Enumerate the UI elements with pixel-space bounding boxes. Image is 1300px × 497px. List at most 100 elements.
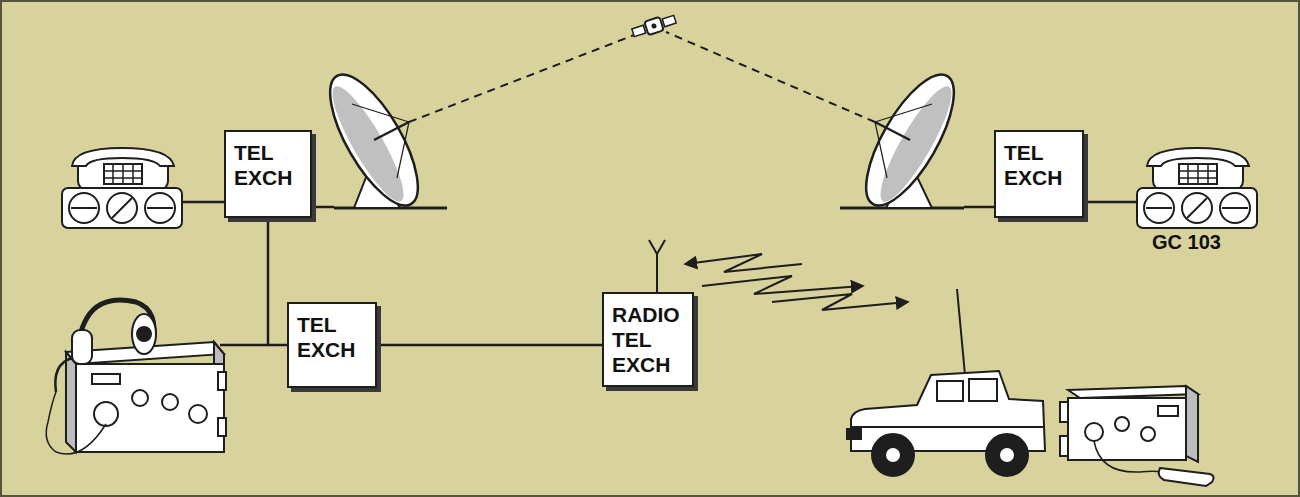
radio-set: [137, 327, 151, 341]
wire: [220, 344, 268, 347]
radio-set: [1186, 386, 1198, 462]
radio-wave: [772, 294, 907, 310]
jeep: [957, 289, 965, 375]
exchange-box: TEL EXCH: [994, 130, 1084, 218]
satellite-link: [409, 32, 642, 122]
radio-set: [92, 374, 120, 384]
jeep: [872, 434, 914, 476]
radio-set: [132, 314, 156, 354]
satellite-dish: [875, 122, 887, 178]
telephone: [1182, 193, 1212, 223]
telephone: [69, 193, 99, 223]
radio-set: [218, 372, 226, 390]
box-label: TEL EXCH: [297, 313, 367, 363]
radio-set: [1159, 468, 1214, 486]
radio-set: [1158, 406, 1178, 416]
radio-set: [132, 390, 148, 406]
box-label: TEL EXCH: [234, 141, 302, 191]
satellite: [651, 23, 657, 29]
satellite-link: [409, 32, 875, 122]
radio-set: [76, 364, 224, 452]
wire: [964, 206, 994, 209]
telephone: [1137, 148, 1257, 228]
telephone: [1137, 188, 1257, 228]
antenna: [649, 240, 657, 254]
satellite: [644, 17, 664, 35]
telephone: [147, 207, 173, 209]
telephone: [62, 148, 182, 228]
radio-wave: [686, 254, 802, 272]
telephone: [1179, 164, 1217, 184]
satellite-dish: [870, 79, 962, 208]
telephone: [1222, 207, 1248, 209]
radio-set: [46, 392, 106, 454]
jeep: [847, 289, 1045, 476]
radio-set: [218, 418, 226, 436]
telephone: [1187, 198, 1207, 218]
satellite-dish: [397, 122, 409, 178]
satellite-dish: [850, 62, 971, 217]
jeep: [885, 447, 901, 463]
satellite: [632, 25, 646, 36]
radio-set: [1068, 386, 1198, 398]
satellite: [631, 13, 677, 40]
telephone: [1220, 193, 1250, 223]
box-label: RADIO TEL EXCH: [612, 303, 684, 377]
telephone: [62, 188, 182, 228]
exchange-box: TEL EXCH: [287, 302, 377, 388]
satellite-dish: [314, 62, 447, 217]
radio-set: [1085, 423, 1103, 441]
antenna: [656, 252, 658, 293]
jeep: [986, 434, 1028, 476]
telephone: [104, 164, 142, 184]
telephone: [1144, 193, 1174, 223]
satellite-dish: [352, 104, 409, 122]
antenna: [657, 240, 665, 254]
radio-set: [1141, 427, 1155, 441]
satellite-link: [666, 32, 875, 122]
satellite-dish: [875, 122, 910, 140]
radio-set: [46, 300, 226, 454]
satellite-dish: [314, 62, 435, 217]
radio-set: [66, 352, 76, 452]
telephone: [112, 198, 132, 218]
radio-wave: [686, 254, 907, 310]
antenna: [649, 240, 665, 293]
satellite-dish: [374, 122, 409, 140]
exchange-box: TEL EXCH: [224, 130, 312, 218]
telephone: [1146, 207, 1172, 209]
model-label: GC 103: [1152, 231, 1221, 254]
telephone: [145, 193, 175, 223]
telephone: [1179, 164, 1217, 184]
connector: [268, 218, 287, 345]
radio-set: [1115, 417, 1129, 431]
satellite-dish: [840, 62, 970, 217]
radio-set: [1060, 402, 1068, 422]
exchange-box: RADIO TEL EXCH: [602, 292, 694, 387]
radio-set: [1060, 436, 1068, 456]
wire: [312, 206, 334, 209]
jeep: [847, 429, 861, 439]
telephone: [104, 164, 142, 184]
telephone: [107, 193, 137, 223]
radio-set: [1068, 398, 1186, 460]
jeep: [969, 379, 997, 401]
jeep: [851, 426, 1045, 428]
radio-set: [72, 330, 92, 364]
radio-set: [1060, 386, 1214, 486]
satellite-dish: [322, 79, 414, 208]
satellite: [662, 15, 676, 26]
box-label: TEL EXCH: [1004, 141, 1074, 191]
radio-wave: [702, 276, 862, 294]
telephone: [71, 207, 97, 209]
radio-set: [189, 405, 207, 423]
wire: [182, 201, 224, 204]
jeep: [937, 381, 963, 401]
radio-set: [162, 394, 178, 410]
wire: [1084, 201, 1136, 204]
satellite-dish: [875, 104, 932, 122]
radio-set: [55, 358, 72, 392]
